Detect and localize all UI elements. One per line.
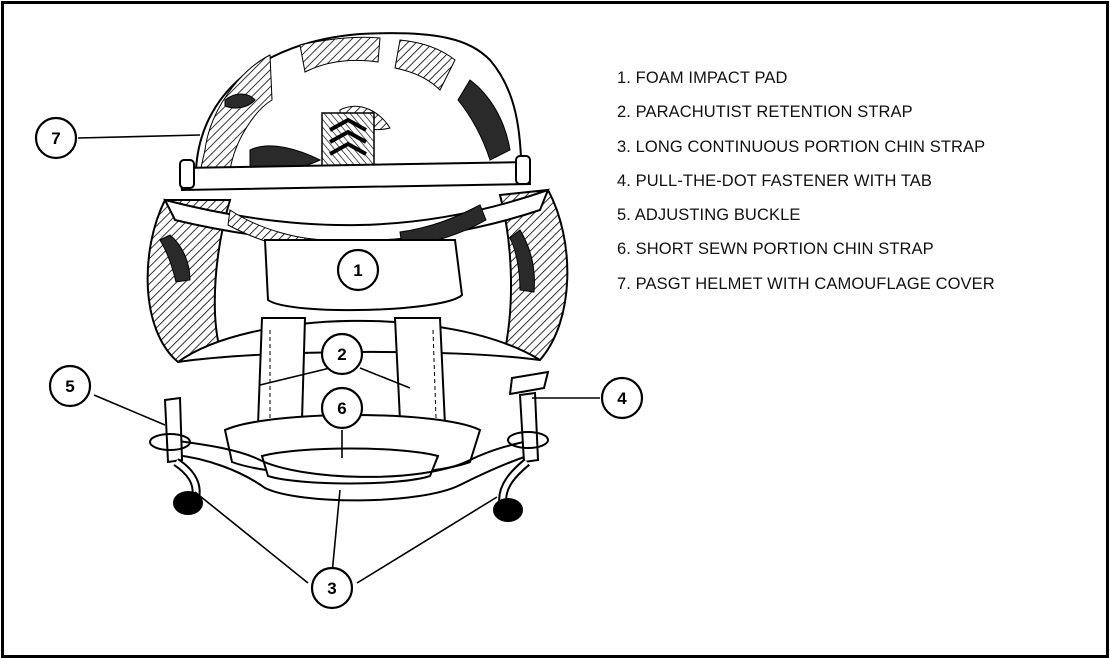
right-fastener bbox=[493, 370, 550, 522]
svg-text:3: 3 bbox=[327, 579, 336, 598]
parts-legend: 1. FOAM IMPACT PAD 2. PARACHUTIST RETENT… bbox=[617, 68, 995, 308]
retention-straps bbox=[256, 317, 447, 427]
svg-text:1: 1 bbox=[353, 261, 362, 280]
legend-item-foam-impact-pad: 1. FOAM IMPACT PAD bbox=[617, 69, 788, 87]
callout-3: 3 bbox=[310, 566, 354, 610]
helmet-shell bbox=[187, 32, 524, 180]
leader-lines bbox=[77, 134, 600, 584]
legend-item-long-chin-strap: 3. LONG CONTINUOUS PORTION CHIN STRAP bbox=[617, 137, 986, 156]
callout-7: 7 bbox=[34, 116, 78, 160]
chin-cup-inner bbox=[260, 447, 440, 485]
helmet-brim bbox=[146, 188, 569, 364]
callout-2: 2 bbox=[320, 332, 364, 376]
legend-item-parachutist-retention-strap: 2. PARACHUTIST RETENTION STRAP bbox=[617, 103, 913, 122]
callout-4: 4 bbox=[600, 376, 644, 420]
svg-text:4: 4 bbox=[617, 389, 627, 408]
legend-item-pasgt-helmet: 7. PASGT HELMET WITH CAMOUFLAGE COVER bbox=[617, 274, 995, 293]
callout-5: 5 bbox=[48, 364, 92, 408]
svg-text:5: 5 bbox=[65, 377, 74, 396]
long-chin-strap bbox=[169, 439, 533, 502]
legend-item-adjusting-buckle: 5. ADJUSTING BUCKLE bbox=[617, 206, 801, 225]
helmet-band bbox=[178, 155, 532, 192]
callout-1: 1 bbox=[336, 248, 380, 292]
callout-6: 6 bbox=[320, 386, 364, 430]
legend-item-short-chin-strap: 6. SHORT SEWN PORTION CHIN STRAP bbox=[617, 240, 934, 259]
left-buckle bbox=[149, 396, 203, 515]
svg-text:6: 6 bbox=[337, 399, 346, 418]
svg-text:7: 7 bbox=[51, 129, 60, 148]
svg-text:2: 2 bbox=[337, 345, 346, 364]
legend-item-pull-the-dot-fastener: 4. PULL-THE-DOT FASTENER WITH TAB bbox=[617, 171, 933, 190]
